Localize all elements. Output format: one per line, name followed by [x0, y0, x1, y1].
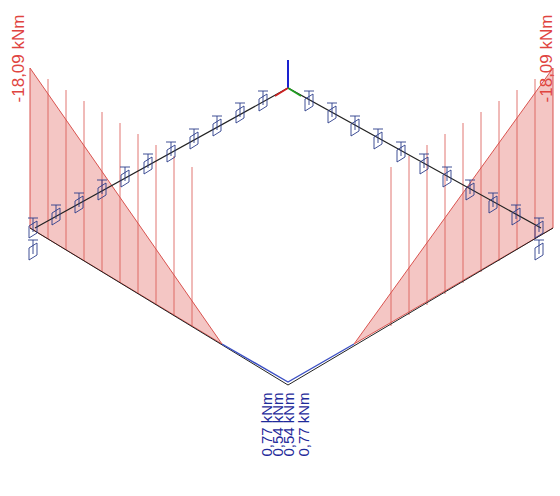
- moment-value: 0,77 kNm: [295, 392, 310, 456]
- moment-value: -18,09 kNm: [11, 14, 28, 102]
- moment-value: -18,09 kNm: [539, 14, 556, 102]
- moment-value: 0,54 kNm: [280, 392, 295, 456]
